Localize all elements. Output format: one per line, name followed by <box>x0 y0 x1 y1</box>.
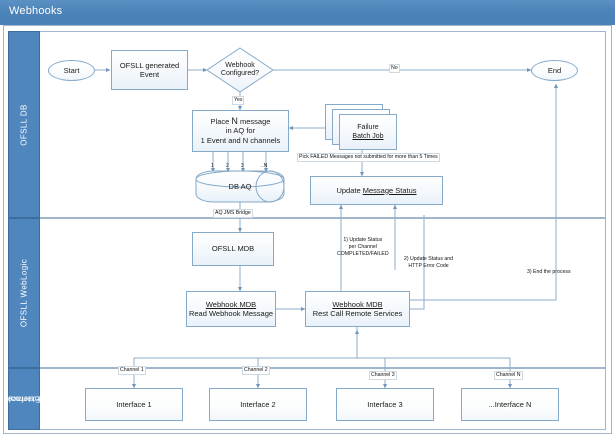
edge-label-yes: Yes <box>232 96 245 105</box>
node-ofsll-mdb[interactable]: OFSLL MDB <box>192 232 274 266</box>
swimlane-label-ofsll-weblogic: OFSLL WebLogic <box>19 258 29 328</box>
stack-front-sheet[interactable]: Failure Batch Job <box>339 114 397 150</box>
swimlane-ofsll-db: OFSLL DB <box>8 31 606 218</box>
node-ofsll-generated-event-label: OFSLL generated Event <box>119 60 180 80</box>
node-end[interactable]: End <box>531 60 578 81</box>
edge-label-fanout-n: ..N <box>261 163 268 169</box>
edge-label-channel-n: Channel N <box>494 371 523 380</box>
node-interface-2[interactable]: Interface 2 <box>209 388 307 421</box>
node-interface-n[interactable]: ...Interface N <box>461 388 559 421</box>
node-place-n-message[interactable]: Place N message in AQ for 1 Event and N … <box>192 110 289 152</box>
node-webhook-configured-label: Webhook Configured? <box>220 61 260 78</box>
edge-label-update-status-http: 2) Update Status and HTTP Error Code <box>404 256 454 269</box>
edge-label-aq-jms-bridge: AQ JMS Bridge <box>213 209 253 218</box>
node-db-aq[interactable]: DB AQ <box>196 171 284 202</box>
node-failure-batch-job[interactable]: Failure Batch Job <box>325 104 403 150</box>
edge-label-channel-1: Channel 1 <box>118 366 146 375</box>
edge-label-end-process: 3) End the process <box>527 269 571 275</box>
node-interface-2-label: Interface 2 <box>240 399 276 409</box>
edge-label-channel-3: Channel 3 <box>369 371 397 380</box>
edge-label-no: No <box>389 64 400 73</box>
node-ofsll-generated-event[interactable]: OFSLL generated Event <box>111 50 188 90</box>
node-ofsll-mdb-label: OFSLL MDB <box>211 244 255 254</box>
node-interface-3[interactable]: Interface 3 <box>336 388 434 421</box>
node-start[interactable]: Start <box>48 60 95 81</box>
swimlane-label-ofsll-db: OFSLL DB <box>19 103 29 146</box>
edge-label-channel-2: Channel 2 <box>242 366 270 375</box>
node-interface-1[interactable]: Interface 1 <box>85 388 183 421</box>
node-db-aq-label: DB AQ <box>228 182 252 191</box>
node-webhook-mdb-read[interactable]: Webhook MDB Read Webhook Message <box>186 291 276 327</box>
window-title-bar: Webhooks <box>0 0 615 22</box>
node-update-message-status-label: Update Message Status <box>336 185 417 195</box>
node-interface-3-label: Interface 3 <box>367 399 403 409</box>
swimlane-header-ofsll-weblogic: OFSLL WebLogic <box>8 218 40 368</box>
node-place-n-message-label: Place N message in AQ for 1 Event and N … <box>200 115 281 145</box>
node-interface-1-label: Interface 1 <box>116 399 152 409</box>
title-bar-underline <box>0 22 615 25</box>
node-interface-n-label: ...Interface N <box>488 399 532 409</box>
swimlane-header-ofsll-db: OFSLL DB <box>8 31 40 218</box>
node-failure-batch-job-label: Failure Batch Job <box>352 124 384 140</box>
node-webhook-configured-decision[interactable]: Webhook Configured? <box>207 48 273 92</box>
node-update-message-status[interactable]: Update Message Status <box>310 176 443 205</box>
page-title: Webhooks <box>9 5 63 17</box>
edge-label-fanout-2: 2 <box>226 163 229 169</box>
edge-label-update-status-per-channel: 1) Update Status per Channel COMPLETED/F… <box>337 237 389 257</box>
node-webhook-mdb-rest-label: Webhook MDB Rest Call Remote Services <box>312 299 403 319</box>
edge-label-pick-failed-messages: Pick FAILED Messages not submitted for m… <box>297 153 440 162</box>
node-end-label: End <box>547 65 562 75</box>
edge-label-fanout-1: 1 <box>211 163 214 169</box>
node-webhook-mdb-rest[interactable]: Webhook MDB Rest Call Remote Services <box>305 291 410 327</box>
node-webhook-mdb-read-label: Webhook MDB Read Webhook Message <box>188 299 274 319</box>
node-start-label: Start <box>63 65 80 75</box>
edge-label-fanout-3: 3 <box>241 163 244 169</box>
